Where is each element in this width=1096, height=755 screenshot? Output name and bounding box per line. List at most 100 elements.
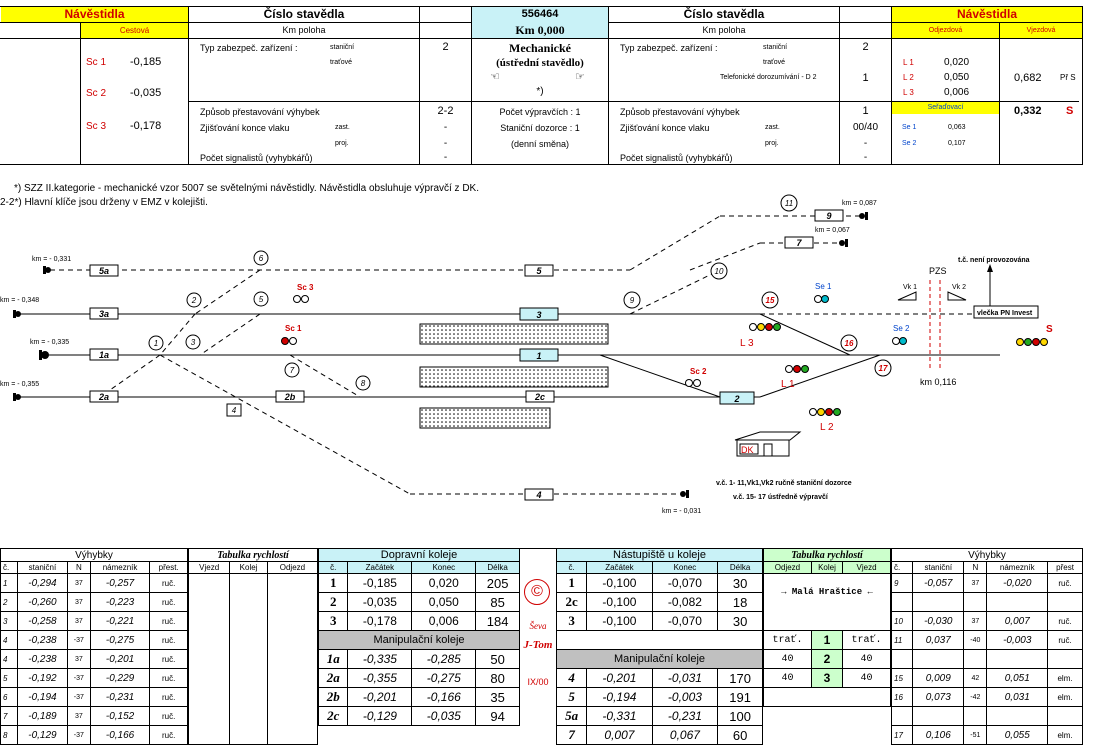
track-label: 1a (99, 350, 109, 360)
table-cell: -40 (963, 630, 988, 650)
platform-title: Nástupiště u koleje (556, 548, 763, 562)
table-cell: -0,178 (347, 611, 413, 631)
table-cell: 4 (555, 668, 588, 688)
speed-title: Tabulka rychlostí (763, 548, 891, 562)
signal-label: Se 2 (893, 324, 910, 333)
table-cell: 94 (475, 706, 520, 726)
mech-sub: (ústřední stavědlo) (496, 57, 584, 69)
station-no-title: Číslo stavědla (263, 7, 345, 21)
table-cell: 5 (555, 687, 588, 707)
table-cell: 205 (475, 573, 520, 593)
right-station-no-title: Číslo stavědla (683, 7, 765, 21)
dk-building-icon: DK (734, 431, 802, 457)
table-cell: trať. (842, 630, 891, 650)
right-departure: Odjezdová (892, 23, 999, 38)
track-label: 7 (796, 238, 802, 248)
table-cell: 1 (810, 630, 844, 650)
station-km: Km 0,000 (472, 22, 608, 38)
table-cell: -0,166 (89, 725, 151, 745)
col-header: staniční (16, 561, 69, 574)
km-label: km = 0,067 (815, 227, 850, 234)
table-cell: 0,009 (912, 668, 965, 688)
switch-number: 15 (766, 296, 775, 305)
col-header: č. (890, 561, 914, 574)
table-cell: 0,050 (411, 592, 477, 612)
table-cell: -0,229 (89, 668, 151, 688)
left-signal-name: Sc 3 (86, 121, 107, 132)
table-cell: -0,185 (347, 573, 413, 593)
speed-title: Tabulka rychlostí (188, 548, 318, 562)
col-header: N (67, 561, 91, 574)
shunt-signal-km: 0,107 (948, 140, 966, 147)
switch-method-value: 2-2 (437, 105, 454, 117)
table-cell: 3 (317, 611, 349, 631)
signal-label: Sc 3 (297, 283, 314, 292)
table-cell: -0,082 (651, 592, 719, 612)
not-operated-label: t.č. není provozována (958, 257, 1030, 264)
switch-number: 10 (715, 267, 724, 276)
departure-signal-km: 0,006 (944, 87, 970, 98)
r-phone: Telefonické dorozumívání - D 2 (720, 74, 817, 81)
table-cell: 0,051 (986, 668, 1049, 688)
table-cell (890, 649, 914, 669)
table-cell: 11 (890, 630, 914, 650)
switch-number: 3 (191, 338, 196, 347)
track-label: 1 (536, 351, 541, 361)
col-header: č. (317, 561, 349, 574)
km-label: km = - 0,335 (30, 339, 69, 346)
copyright-stamp: © (524, 579, 550, 605)
r-security-track: traťové (763, 59, 786, 66)
left-switch-table: Výhybky č. staniční N námezník přest. 1-… (0, 548, 188, 745)
r-security-station: staniční (763, 44, 788, 51)
table-cell: elm. (1047, 687, 1083, 707)
track-diagram: 5a 5 3a 3 1a 1 2a 2b 2c 2 4 7 9 (0, 194, 1053, 515)
table-cell: 191 (717, 687, 763, 707)
mech-title: Mechanické (509, 41, 571, 55)
table-cell: 7 (0, 706, 18, 726)
train-end-zast: zast. (335, 124, 350, 131)
col-header: č. (555, 561, 588, 574)
r-phone-value: 1 (862, 72, 869, 84)
table-cell: elm. (1047, 668, 1083, 688)
malahrastice-label: → Malá Hraštice ← (763, 573, 891, 612)
table-cell: -0,223 (89, 592, 151, 612)
col-header: Kolej (810, 561, 844, 574)
track-label: 3 (536, 310, 541, 320)
train-end: Zjišťování konce vlaku (200, 123, 290, 133)
track-label: 5 (536, 266, 542, 276)
table-cell: ruč. (1047, 573, 1083, 593)
km-label: km = - 0,355 (0, 381, 39, 388)
km-label: km = - 0,348 (0, 297, 39, 304)
left-signal-name: Sc 2 (86, 88, 107, 99)
departure-signal-name: L 2 (903, 73, 914, 82)
table-cell: 3 (810, 668, 844, 688)
dk-label: DK (741, 445, 754, 455)
table-cell: -0,020 (986, 573, 1049, 593)
siding-label: vlečka PN Invest (977, 310, 1033, 317)
track-label: 4 (535, 490, 541, 500)
departure-signal-km: 0,020 (944, 57, 970, 68)
col-header: Kolej (229, 561, 268, 574)
col-header: Začátek (347, 561, 413, 574)
table-cell: 37 (963, 611, 988, 631)
table-cell: 37 (67, 592, 91, 612)
security-station: staniční (330, 44, 355, 51)
table-cell: -0,057 (912, 573, 965, 593)
table-cell: ruč. (149, 611, 188, 631)
table-cell: 4 (0, 630, 18, 650)
r-train-end-zast: zast. (765, 124, 780, 131)
diagram-caption: v.č. 1- 11,Vk1,Vk2 ručně staniční dozorc… (716, 480, 852, 487)
departure-signal-km: 0,050 (944, 72, 970, 83)
col-header: Odjezd (763, 561, 812, 574)
left-signal-km: -0,185 (130, 56, 162, 68)
